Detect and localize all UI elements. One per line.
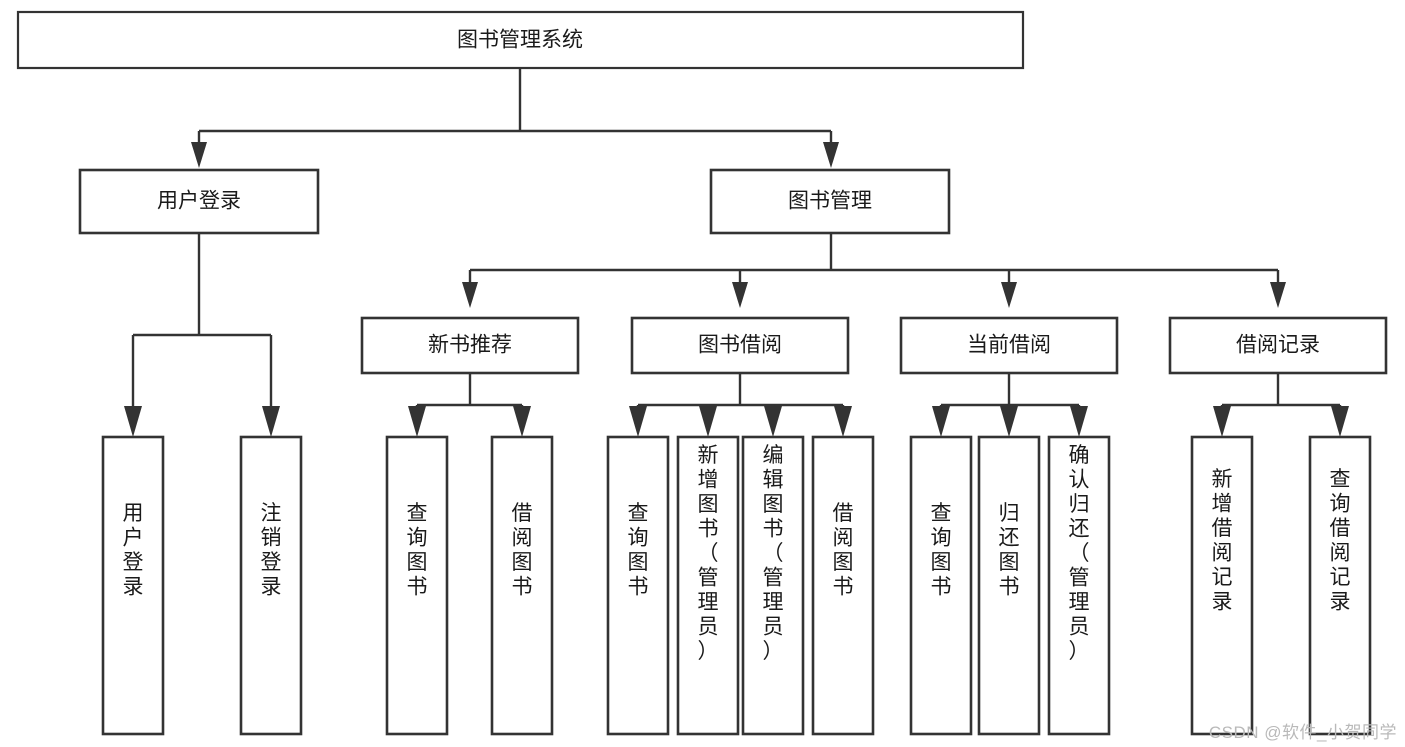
node-leaf-query-book-3[interactable]: 查询图书 <box>909 435 973 736</box>
arrow-head-leaf-add-book <box>699 406 717 437</box>
node-leaf-borrow-book-2-box[interactable] <box>811 435 875 736</box>
node-leaf-edit-book[interactable]: 编辑图书（管理员） <box>741 435 805 736</box>
connector-group-book-borrow <box>629 373 852 437</box>
arrow-head-borrow-record <box>1270 282 1286 308</box>
node-leaf-return-book-label: 归还图书 <box>999 502 1020 599</box>
node-current-borrow-label: 当前借阅 <box>967 334 1051 357</box>
arrow-head-book-manage <box>823 142 839 168</box>
node-leaf-borrow-book-1[interactable]: 借阅图书 <box>490 435 554 736</box>
node-leaf-query-book-2[interactable]: 查询图书 <box>606 435 670 736</box>
arrow-head-leaf-query-book-1 <box>408 406 426 437</box>
connector-group-borrow-record <box>1213 373 1349 437</box>
node-leaf-user-logout-label: 注销登录 <box>261 502 282 599</box>
node-root-box[interactable] <box>16 10 1025 70</box>
node-leaf-query-record-box[interactable] <box>1308 435 1372 736</box>
node-leaf-query-book-1[interactable]: 查询图书 <box>385 435 449 736</box>
arrow-head-leaf-return-book <box>1000 406 1018 437</box>
node-borrow-record-box[interactable] <box>1168 316 1388 375</box>
node-leaf-query-book-1-box[interactable] <box>385 435 449 736</box>
node-leaf-add-record-box[interactable] <box>1190 435 1254 736</box>
node-root-label: 图书管理系统 <box>457 29 583 52</box>
node-leaf-edit-book-box[interactable] <box>741 435 805 736</box>
arrow-head-leaf-user-login <box>124 406 142 437</box>
node-leaf-query-record-label: 查询借阅记录 <box>1330 468 1351 614</box>
node-book-borrow-box[interactable] <box>630 316 850 375</box>
arrow-head-user-login <box>191 142 207 168</box>
node-leaf-user-login[interactable]: 用户登录 <box>101 435 165 736</box>
connector-group-root <box>191 68 839 168</box>
arrow-head-book-borrow <box>732 282 748 308</box>
node-current-borrow-box[interactable] <box>899 316 1119 375</box>
node-leaf-return-book[interactable]: 归还图书 <box>977 435 1041 736</box>
node-book-manage[interactable]: 图书管理 <box>709 168 951 235</box>
node-leaf-confirm-return[interactable]: 确认归还（管理员） <box>1047 435 1111 736</box>
node-leaf-confirm-return-label: 确认归还（管理员） <box>1069 444 1090 663</box>
node-leaf-borrow-book-2[interactable]: 借阅图书 <box>811 435 875 736</box>
node-leaf-user-logout-box[interactable] <box>239 435 303 736</box>
node-leaf-add-book-label: 新增图书（管理员） <box>698 444 719 663</box>
node-leaf-add-record-label: 新增借阅记录 <box>1212 468 1233 614</box>
node-book-borrow[interactable]: 图书借阅 <box>630 316 850 375</box>
arrow-head-leaf-query-book-3 <box>932 406 950 437</box>
node-leaf-query-book-3-box[interactable] <box>909 435 973 736</box>
node-new-book-rec[interactable]: 新书推荐 <box>360 316 580 375</box>
node-new-book-rec-box[interactable] <box>360 316 580 375</box>
node-book-manage-box[interactable] <box>709 168 951 235</box>
node-leaf-add-book-box[interactable] <box>676 435 740 736</box>
connector-group-user-login <box>124 233 280 437</box>
arrow-head-new-book-rec <box>462 282 478 308</box>
node-leaf-user-login-box[interactable] <box>101 435 165 736</box>
arrow-head-leaf-query-book-2 <box>629 406 647 437</box>
arrow-head-leaf-edit-book <box>764 406 782 437</box>
node-leaf-query-book-1-label: 查询图书 <box>407 502 428 599</box>
node-user-login[interactable]: 用户登录 <box>78 168 320 235</box>
node-leaf-query-book-2-label: 查询图书 <box>628 502 649 599</box>
node-root[interactable]: 图书管理系统 <box>16 10 1025 70</box>
node-leaf-add-record[interactable]: 新增借阅记录 <box>1190 435 1254 736</box>
connector-group-book-manage <box>462 233 1286 308</box>
arrow-head-leaf-confirm-return <box>1070 406 1088 437</box>
node-user-login-box[interactable] <box>78 168 320 235</box>
node-leaf-edit-book-label: 编辑图书（管理员） <box>763 444 784 663</box>
node-leaf-borrow-book-2-label: 借阅图书 <box>833 502 854 599</box>
node-leaf-borrow-book-1-label: 借阅图书 <box>512 502 533 599</box>
node-leaf-query-book-2-box[interactable] <box>606 435 670 736</box>
node-current-borrow[interactable]: 当前借阅 <box>899 316 1119 375</box>
node-leaf-user-logout[interactable]: 注销登录 <box>239 435 303 736</box>
arrow-head-leaf-add-record <box>1213 406 1231 437</box>
node-leaf-query-book-3-label: 查询图书 <box>931 502 952 599</box>
arrow-head-leaf-borrow-book-1 <box>513 406 531 437</box>
node-leaf-return-book-box[interactable] <box>977 435 1041 736</box>
arrow-head-leaf-query-record <box>1331 406 1349 437</box>
node-book-borrow-label: 图书借阅 <box>698 334 782 357</box>
arrow-head-current-borrow <box>1001 282 1017 308</box>
connector-group-new-book-rec <box>408 373 531 437</box>
connector-group-current-borrow <box>932 373 1088 437</box>
node-book-manage-label: 图书管理 <box>788 190 872 213</box>
node-leaf-borrow-book-1-box[interactable] <box>490 435 554 736</box>
node-new-book-rec-label: 新书推荐 <box>428 334 512 357</box>
arrow-head-leaf-user-logout <box>262 406 280 437</box>
arrow-head-leaf-borrow-book-2 <box>834 406 852 437</box>
node-borrow-record-label: 借阅记录 <box>1236 334 1320 357</box>
node-leaf-user-login-label: 用户登录 <box>123 502 144 599</box>
node-leaf-confirm-return-box[interactable] <box>1047 435 1111 736</box>
node-leaf-query-record[interactable]: 查询借阅记录 <box>1308 435 1372 736</box>
node-borrow-record[interactable]: 借阅记录 <box>1168 316 1388 375</box>
node-user-login-label: 用户登录 <box>157 190 241 213</box>
node-leaf-add-book[interactable]: 新增图书（管理员） <box>676 435 740 736</box>
